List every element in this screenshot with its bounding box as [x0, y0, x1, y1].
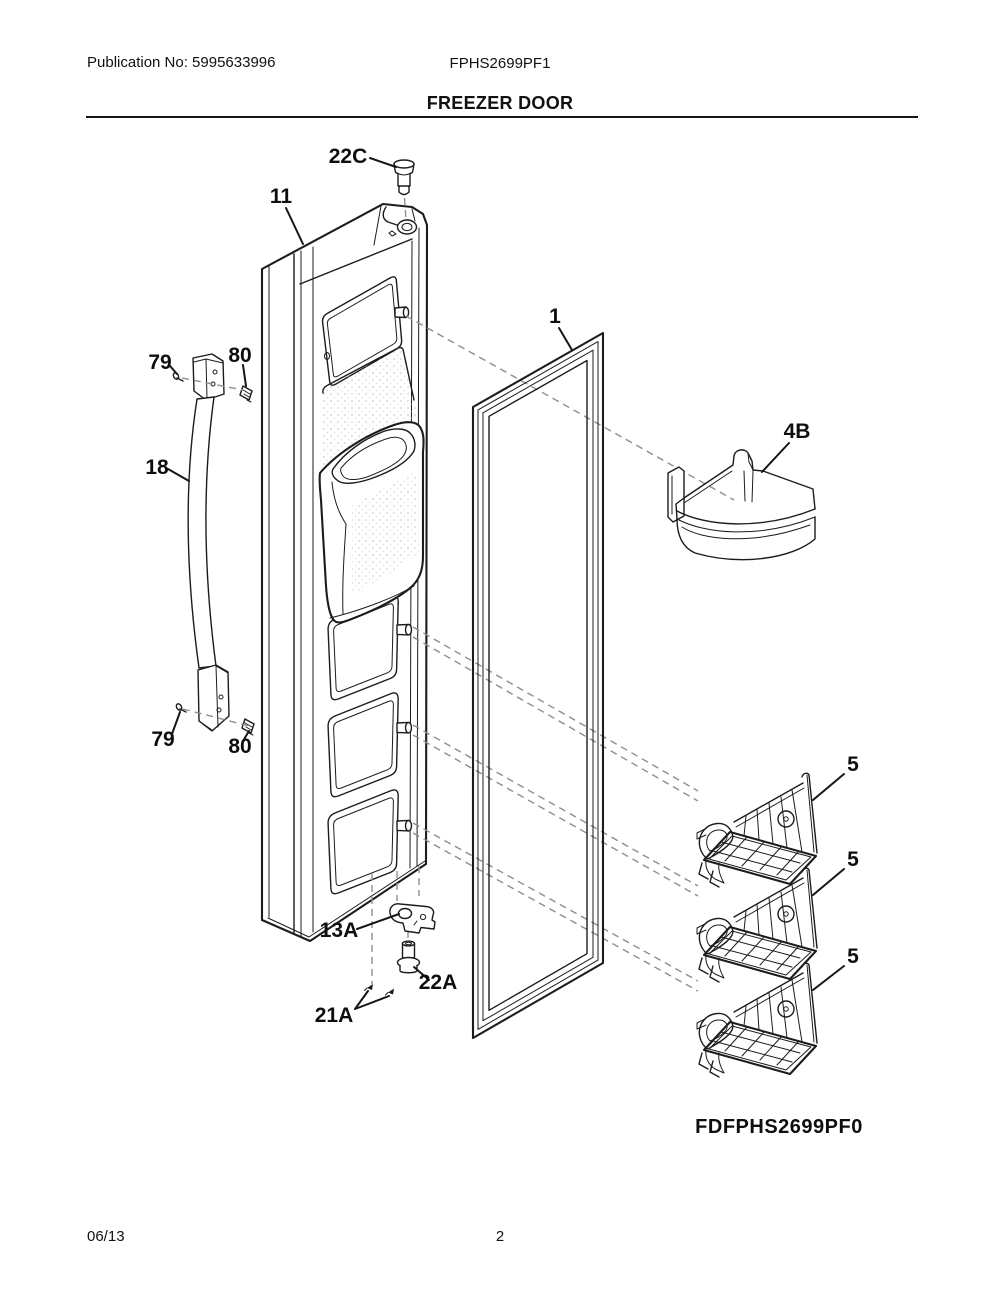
page-title: FREEZER DOOR [426, 93, 574, 113]
model-number: FPHS2699PF1 [449, 55, 551, 72]
callout-5-upper-label: 5 [847, 753, 859, 776]
callout-21a-label: 21A [315, 1004, 354, 1027]
callout-21a-leaders [354, 990, 390, 1010]
callout-22c-label: 22C [329, 145, 368, 168]
handle-top-cap [192, 353, 225, 401]
callout-5-upper-leader [812, 773, 845, 801]
callout-13a-leader [356, 913, 400, 930]
top-hinge-recess [382, 206, 418, 237]
publication-number: Publication No: 5995633996 [87, 54, 276, 71]
screw-79-bottom [175, 703, 187, 713]
header-divider [86, 116, 918, 118]
callout-79-bottom-label: 79 [151, 728, 174, 751]
callout-5-lower-leader [812, 965, 845, 991]
callout-22c-leader [369, 157, 397, 168]
door-bin [667, 449, 816, 561]
callout-80-bottom-leader [242, 730, 250, 742]
callout-11-leader [285, 207, 304, 245]
mounting-pins [364, 984, 394, 996]
callout-4b-label: 4B [784, 420, 811, 443]
screw-80-top [239, 385, 253, 403]
callout-5-middle-label: 5 [847, 848, 859, 871]
callout-22a-label: 22A [419, 971, 458, 994]
diagram-variant-code: FDFPHS2699PF0 [695, 1116, 863, 1138]
footer-page-number: 2 [495, 1228, 505, 1245]
screw-79-top [172, 372, 184, 382]
callout-79-bottom-leader [171, 711, 181, 735]
callout-80-top-label: 80 [228, 344, 251, 367]
callout-4b-leader [761, 442, 790, 473]
door-handle-assembly [172, 353, 255, 736]
callout-22a-leader [413, 966, 430, 981]
callouts: 22C 11 79 80 18 79 80 1 4B 5 5 5 13A 22A… [145, 145, 859, 1027]
callout-80-top-leader [242, 364, 247, 387]
footer-date: 06/13 [87, 1228, 125, 1245]
dispenser-housing [318, 421, 425, 624]
callout-80-bottom-label: 80 [228, 735, 251, 758]
callout-79-top-leader [169, 365, 178, 375]
callout-18-leader [167, 468, 190, 482]
callout-79-top-label: 79 [148, 351, 171, 374]
hinge-pin-plug [393, 159, 415, 196]
freezer-door-panel [260, 202, 429, 943]
callout-18-label: 18 [145, 456, 169, 479]
callout-5-lower-label: 5 [847, 945, 859, 968]
callout-1-leader [558, 327, 573, 351]
callout-11-label: 11 [270, 185, 293, 208]
bottom-hinge-bracket [389, 903, 436, 934]
callout-13a-label: 13A [320, 919, 359, 942]
door-gasket [471, 331, 605, 1040]
freezer-basket-upper [695, 772, 819, 889]
handle-bar [187, 396, 217, 669]
handle-bottom-cap [197, 664, 230, 732]
callout-1-label: 1 [549, 305, 561, 328]
callout-5-middle-leader [812, 868, 845, 896]
